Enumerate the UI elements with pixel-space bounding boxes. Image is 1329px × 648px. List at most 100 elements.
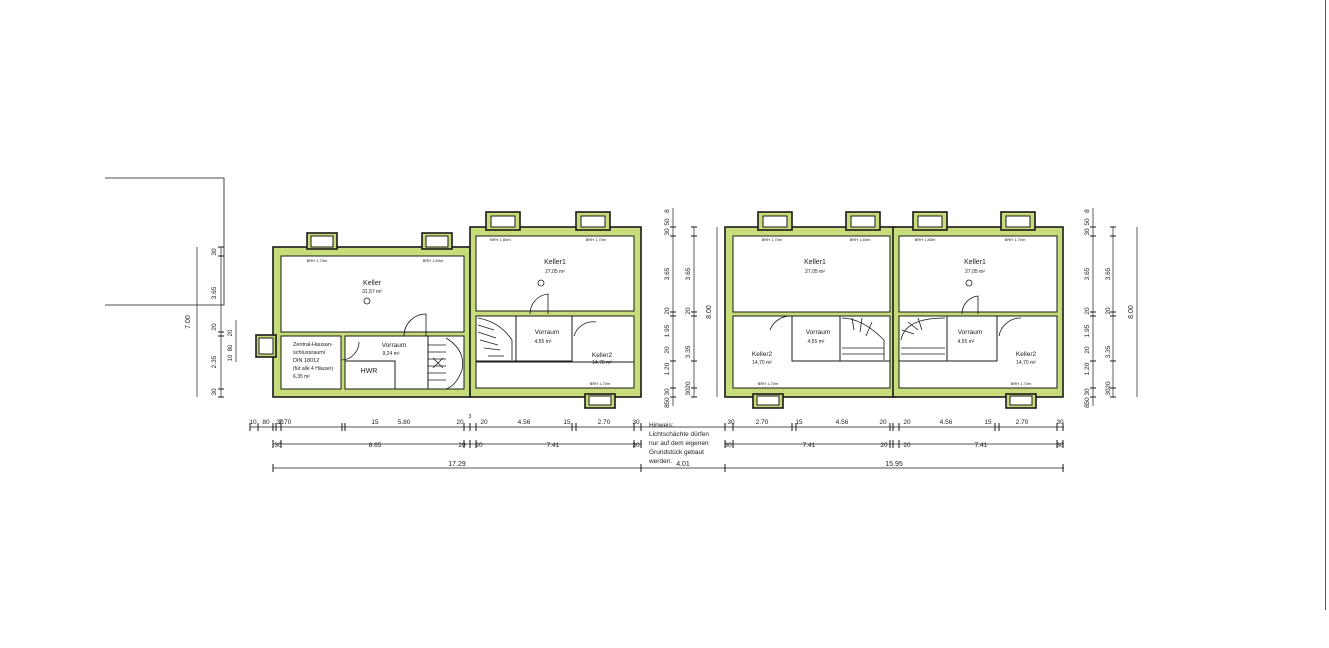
dimension-label: 30 <box>274 442 282 449</box>
area-keller2-d: 14,70 m² <box>1016 360 1036 366</box>
area-keller2-c: 14,70 m² <box>752 360 772 366</box>
dimension-label: 15 <box>563 419 571 426</box>
dimension-label: 20 <box>685 381 692 389</box>
brh-label-4: BRH 1,70m <box>586 237 607 242</box>
dimension-label: 7.00 <box>185 315 192 329</box>
dimension-label: 20 <box>664 346 671 354</box>
building-unit-3: Keller1 27,05 m² Vorraum 4,55 m² Keller2… <box>724 211 896 409</box>
dimension-label: 15 <box>795 419 803 426</box>
room-zentral <box>280 335 342 390</box>
annex-shaft <box>258 337 274 355</box>
dimension-label: 3.65 <box>1084 267 1091 280</box>
room-keller <box>280 255 465 333</box>
room-keller2-b <box>571 315 635 363</box>
dimension-label: 8.65 <box>369 442 382 449</box>
dimension-label: 2.70 <box>756 419 769 426</box>
dimension-label: 30 <box>632 442 640 449</box>
dimension-label: 20 <box>456 419 464 426</box>
dimension-label: 8 <box>1084 209 1091 213</box>
dimension-label: 20 <box>228 329 234 336</box>
area-keller1-d: 27,05 m² <box>965 269 985 275</box>
area-vorraum-c: 4,55 m² <box>808 339 825 345</box>
lightwell-1 <box>310 235 334 248</box>
label-hwr: HWR <box>361 368 378 375</box>
label-keller1-c: Keller1 <box>804 259 826 266</box>
note-line-4: Grundstück gebaut <box>649 449 704 456</box>
dimension-label: 4.56 <box>940 419 953 426</box>
dimension-lines <box>196 208 1138 469</box>
dimension-label: 7.41 <box>803 442 816 449</box>
dimension-label: 30 <box>1084 388 1091 396</box>
dimension-label: 50 <box>664 218 671 226</box>
area-keller: 31,57 m² <box>362 289 382 295</box>
dimension-label: 30 <box>724 442 732 449</box>
label-vorraum-c: Vorraum <box>806 329 831 336</box>
brh-label-2: BRH 1,60m <box>423 258 444 263</box>
dimension-label: 3.65 <box>1105 267 1112 280</box>
dimension-label: 20 <box>480 419 488 426</box>
dimension-label: 1.95 <box>664 324 671 337</box>
area-keller1-b: 27,05 m² <box>545 269 565 275</box>
label-zentral-4: (für alle 4 Häuser) <box>293 366 333 372</box>
dimension-label: 20 <box>1084 346 1091 354</box>
room-keller1-b <box>475 235 635 312</box>
brh-label-10: BRH 1,70m <box>1005 237 1026 242</box>
dimension-label: 5.80 <box>398 419 411 426</box>
note-block: Hinweis: Lichtschächte dürfen nur auf de… <box>648 422 709 465</box>
dimension-label: 20 <box>1105 381 1112 389</box>
dimension-label: 3.65 <box>664 267 671 280</box>
dimension-label: 15 <box>984 419 992 426</box>
dimension-label: 3 <box>469 414 472 420</box>
label-keller2-c: Keller2 <box>752 351 773 358</box>
dimension-label: 4.56 <box>518 419 531 426</box>
brh-label-7: BRH 1,60m <box>850 237 871 242</box>
dimension-label: 4.01 <box>676 461 690 468</box>
dimension-label: 30 <box>1084 228 1091 236</box>
area-zentral: 6,35 m² <box>293 374 310 380</box>
dimension-label: 20 <box>664 307 671 315</box>
label-vorraum-b: Vorraum <box>535 329 560 336</box>
dimension-label: 7.41 <box>547 442 560 449</box>
dimension-label: 1.20 <box>1084 362 1091 375</box>
dimension-label: 50 <box>664 397 671 405</box>
sheet-border <box>1325 0 1326 610</box>
label-zentral-1: Zentral-Hausan- <box>293 342 333 348</box>
label-keller: Keller <box>363 280 382 287</box>
brh-label-1: BRH 1,70m <box>307 258 328 263</box>
area-keller1-c: 27,05 m² <box>805 269 825 275</box>
dimension-label: 2.70 <box>279 419 292 426</box>
stair-b <box>475 315 517 362</box>
brh-label-6: BRH 1,70m <box>762 237 783 242</box>
dimension-label: 3.65 <box>211 286 218 299</box>
dimension-label: 30 <box>211 388 218 396</box>
dimension-label: 8 <box>664 209 671 213</box>
dimension-label: 20 <box>903 442 911 449</box>
label-keller1-b: Keller1 <box>544 259 566 266</box>
room-vorraum-b <box>515 315 573 362</box>
label-vorraum-d: Vorraum <box>958 329 983 336</box>
dimension-label: 8.00 <box>706 305 713 319</box>
building-left: Keller 31,57 m² Vorraum 9,24 m² HWR Zent… <box>255 232 471 398</box>
dimension-label: 1.95 <box>1084 324 1091 337</box>
dimension-label: 30 <box>727 419 735 426</box>
note-line-3: nur auf dem eigenen <box>649 440 709 447</box>
dimension-label: 20 <box>475 442 483 449</box>
label-keller2-d: Keller2 <box>1016 351 1037 358</box>
dimension-label: 80 <box>262 419 270 426</box>
dimension-label: 30 <box>1056 442 1064 449</box>
dimension-label: 30 <box>685 388 692 396</box>
dimension-label: 17.29 <box>448 461 466 468</box>
dimension-label: 20 <box>1105 307 1112 315</box>
dimension-label: 10 <box>249 419 257 426</box>
dimension-label: 8 <box>664 404 671 408</box>
dimension-label: 15 <box>371 419 379 426</box>
dimension-label: 30 <box>632 419 640 426</box>
area-keller2-b: 14,70 m² <box>592 360 612 366</box>
dimension-label: 20 <box>880 442 888 449</box>
building-unit-4: Keller1 27,05 m² Vorraum 4,55 m² Keller2… <box>892 211 1064 409</box>
dimension-label: 20 <box>903 419 911 426</box>
dimension-label: 30 <box>276 419 284 426</box>
area-vorraum-b: 4,55 m² <box>535 339 552 345</box>
dimension-label: 2.70 <box>598 419 611 426</box>
